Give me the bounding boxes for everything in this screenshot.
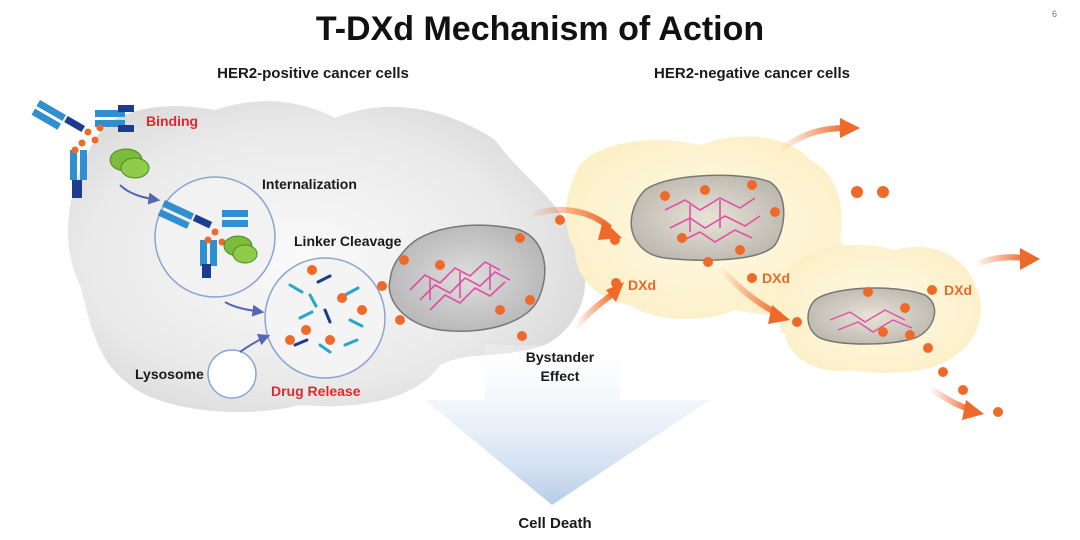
- dxd-label-2: DXd: [762, 270, 790, 286]
- internalization-vesicle: [154, 176, 276, 298]
- payload-diffusion-arrows: [529, 118, 1040, 420]
- dxd-payload-dots: [285, 180, 1003, 417]
- dxd-label-3: DXd: [944, 282, 972, 298]
- process-arrows: [119, 184, 271, 353]
- cell-death-arrow: [425, 345, 710, 505]
- drug-release-label: Drug Release: [271, 383, 361, 399]
- cell-death-label: Cell Death: [518, 515, 591, 532]
- her2-negative-heading: HER2-negative cancer cells: [654, 65, 850, 82]
- page-number: 6: [1052, 9, 1057, 19]
- dna-strand-1: [409, 261, 511, 311]
- antibody-drug-conjugate-icon: [31, 100, 134, 198]
- dna-strand-2: [664, 197, 761, 243]
- dxd-label-1: DXd: [628, 277, 656, 293]
- her2-positive-cell: [68, 101, 586, 413]
- bystander-label-line2: Effect: [541, 368, 580, 384]
- internalized-antibody-icon: [157, 200, 258, 278]
- binding-label: Binding: [146, 113, 198, 129]
- lysosome-label: Lysosome: [135, 366, 204, 382]
- linker-cleavage-label: Linker Cleavage: [294, 233, 402, 249]
- internalization-label: Internalization: [262, 176, 357, 192]
- released-linker-fragments-icon: [288, 274, 364, 354]
- lysosome-circle: [207, 349, 257, 399]
- dna-strand-3: [829, 309, 913, 333]
- her2-positive-heading: HER2-positive cancer cells: [217, 65, 409, 82]
- page-title: T-DXd Mechanism of Action: [316, 10, 764, 48]
- bystander-label-line1: Bystander: [526, 349, 595, 365]
- nucleus-her2-negative-2: [807, 287, 936, 345]
- drug-release-vesicle: [264, 257, 386, 379]
